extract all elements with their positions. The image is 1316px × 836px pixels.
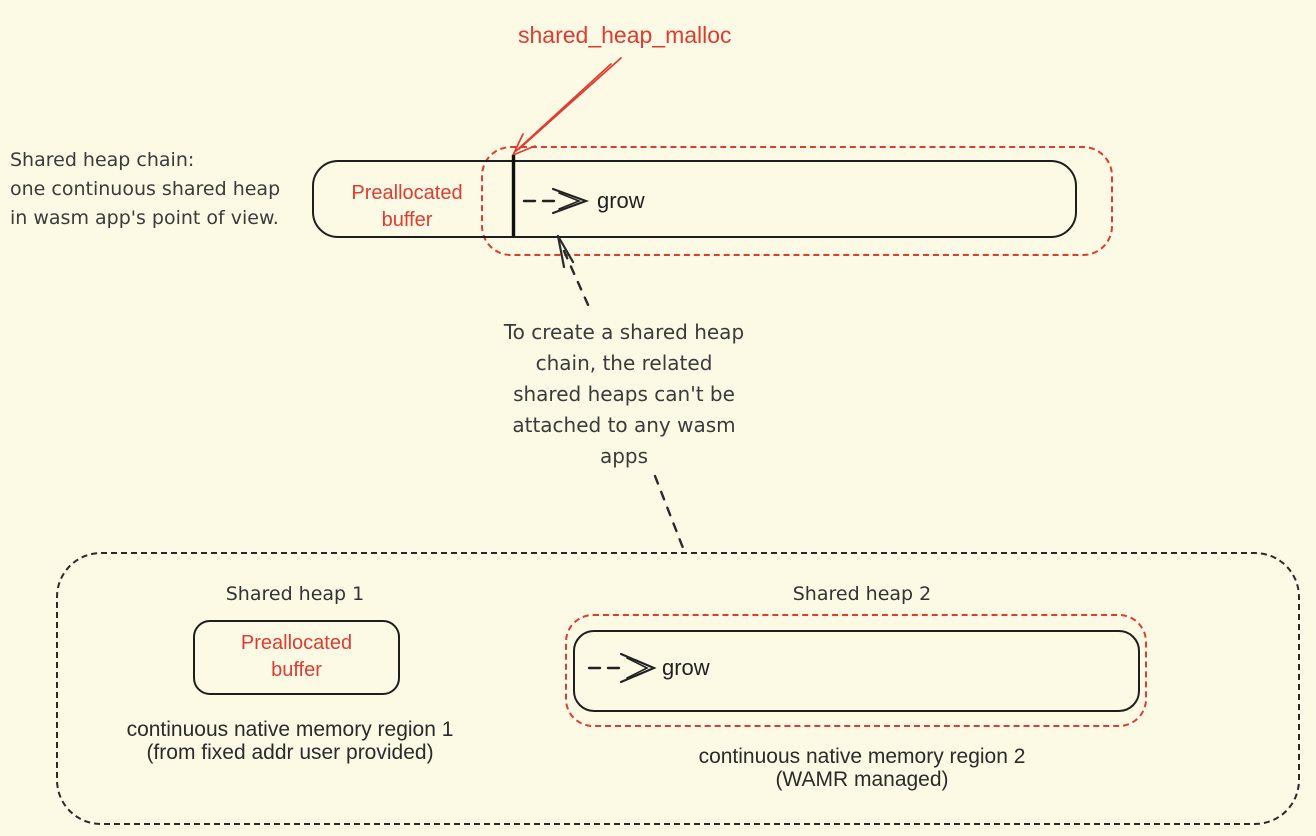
side-note-line-3: in wasm app's point of view.: [10, 207, 279, 229]
side-note-line-2: one continuous shared heap: [10, 178, 281, 200]
middle-note-line-5: apps: [599, 444, 649, 468]
top-red-dashed-region: [481, 146, 1113, 256]
shared-heap-1-title: Shared heap 1: [225, 583, 365, 605]
preallocated-buffer-label: Preallocated buffer: [193, 630, 400, 684]
side-note-line-1: Shared heap chain:: [10, 149, 195, 171]
malloc-arrow-icon: [512, 57, 622, 156]
shared-heap-2-title: Shared heap 2: [792, 583, 932, 605]
side-note: Shared heap chain: one continuous shared…: [10, 146, 330, 233]
top-grow-label: grow: [597, 188, 645, 213]
shared-heaps-container: [56, 552, 1300, 825]
middle-note-line-2: chain, the related: [535, 351, 713, 375]
memory-region-1-line-1: continuous native memory region 1: [126, 718, 454, 741]
memory-region-1-line-2: (from fixed addr user provided): [146, 741, 434, 764]
middle-note-line-4: attached to any wasm: [512, 413, 736, 437]
preallocated-buffer-box: [193, 620, 400, 695]
top-preallocated-line-2: buffer: [381, 209, 433, 231]
heap-chain-bar: [312, 160, 1077, 238]
top-preallocated-buffer-label: Preallocated buffer: [327, 180, 487, 234]
heap-2-grow-label: grow: [662, 655, 710, 680]
memory-region-1-caption: continuous native memory region 1 (from …: [120, 718, 460, 764]
memory-region-2-caption: continuous native memory region 2 (WAMR …: [692, 745, 1032, 791]
memory-region-2-line-2: (WAMR managed): [775, 768, 949, 791]
note-to-container-connector: [653, 474, 685, 550]
preallocated-line-2: buffer: [271, 659, 322, 681]
shared-heap-malloc-label: shared_heap_malloc: [518, 22, 732, 48]
middle-note-line-3: shared heaps can't be: [513, 382, 735, 406]
heap-2-red-dashed-region: [565, 614, 1147, 727]
top-preallocated-line-1: Preallocated: [351, 182, 463, 204]
preallocated-line-1: Preallocated: [240, 632, 353, 654]
memory-region-2-line-1: continuous native memory region 2: [698, 745, 1026, 768]
heap-2-bar: [573, 630, 1140, 712]
middle-note-line-1: To create a shared heap: [503, 320, 745, 344]
middle-note: To create a shared heap chain, the relat…: [483, 317, 765, 472]
